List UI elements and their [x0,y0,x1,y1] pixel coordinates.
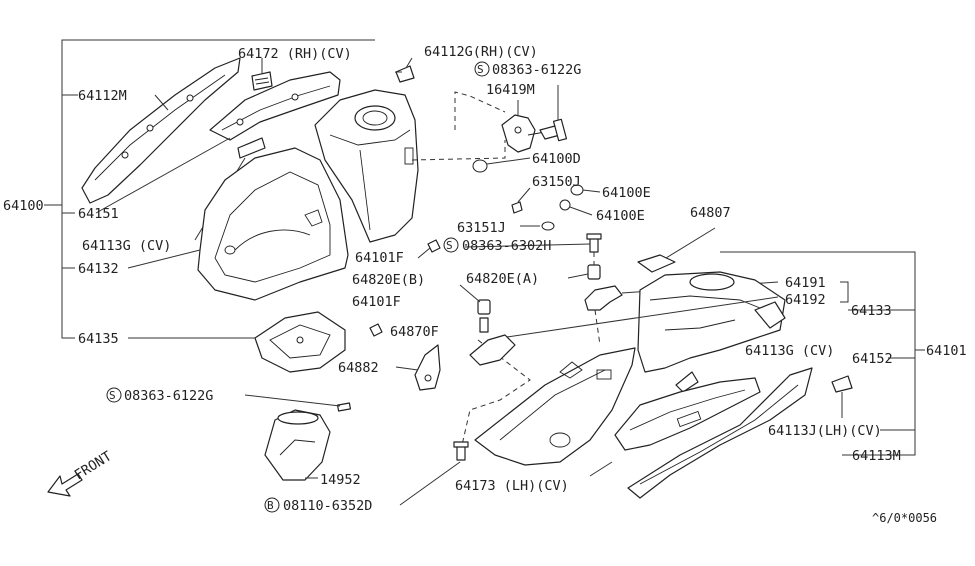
s-symbol-2 [443,237,459,253]
dash-bracket [594,309,601,346]
label-64112g: 64112G(RH)(CV) [424,44,538,60]
label-64151: 64151 [78,206,119,222]
diagram-code: ^6/0*0056 [872,511,937,525]
bolt-b1 [399,441,469,506]
label-64807: 64807 [690,205,731,221]
dash-lower [461,339,531,446]
part-16419m [501,100,546,153]
part-64807 [637,227,716,273]
dash-tower-top [454,91,506,130]
label-64820e-b: 64820E(B) [352,272,425,288]
part-64100d [472,157,531,173]
label-14952: 14952 [320,472,361,488]
label-s1: 08363-6122G [492,62,581,78]
b-symbol-text: B [267,499,274,512]
s-symbol-2-text: S [446,239,453,252]
label-64113g-cv: 64113G (CV) [82,238,171,254]
part-64192 [499,296,786,339]
label-64173: 64173 (LH)(CV) [455,478,569,494]
bracket-64101 [720,251,925,456]
label-64100e-2: 64100E [596,208,645,224]
s-symbol-1 [474,61,490,77]
part-64100e-1 [570,184,601,196]
label-64100d: 64100D [532,151,581,167]
part-64151 [95,71,341,214]
part-64820e-a [567,264,601,280]
part-64112g-clip [395,57,415,83]
part-64113g-lower [675,371,699,393]
label-64113m: 64113M [852,448,901,464]
label-64132: 64132 [78,261,119,277]
s-symbol-1-text: S [477,63,484,76]
label-64882: 64882 [338,360,379,376]
b-symbol [264,497,280,513]
label-64113g-lower: 64113G (CV) [745,343,834,359]
part-64135 [128,311,346,373]
part-64101f-1 [417,239,441,259]
part-64113m [627,367,813,499]
bolt-s2 [586,233,602,253]
front-arrow-icon [47,473,83,497]
label-64191: 64191 [785,275,826,291]
part-64173 [474,347,636,477]
bracket-64100 [44,39,375,339]
part-64112m [81,57,241,204]
part-64152 [614,377,761,451]
part-64101f-2 [369,323,383,337]
part-64100e-2 [559,199,593,216]
label-64101f-1: 64101F [355,250,404,266]
label-64820e-a: 64820E(A) [466,271,539,287]
part-64172 [251,58,273,91]
label-s2: 08363-6302H [462,238,551,254]
label-64100: 64100 [3,198,44,214]
bolt-s1 [539,85,568,142]
label-64192: 64192 [785,292,826,308]
part-64113j [831,375,853,418]
bolt-s3 [244,394,352,412]
label-64172: 64172 (RH)(CV) [238,46,352,62]
label-64152: 64152 [852,351,893,367]
label-front: FRONT [72,448,115,483]
label-63150j: 63150J [532,174,581,190]
label-16419m: 16419M [486,82,535,98]
part-strut-tower [314,89,419,243]
part-63151j [520,221,555,231]
part-63150j [511,187,531,214]
label-64101f-2: 64101F [352,294,401,310]
part-64820e-b [459,284,491,315]
part-64870f-bracket [469,334,516,366]
part-64870f [479,317,489,333]
label-63151j: 63151J [457,220,506,236]
label-64112m: 64112M [78,88,127,104]
part-64132 [127,147,349,301]
dash-tower-16419m [411,140,506,161]
label-s3: 08363-6122G [124,388,213,404]
label-64100e-1: 64100E [602,185,651,201]
label-64101: 64101 [926,343,967,359]
part-64882 [395,344,441,391]
s-symbol-3-text: S [109,389,116,402]
label-64113j: 64113J(LH)(CV) [768,423,882,439]
label-64133: 64133 [851,303,892,319]
part-64133 [637,271,786,373]
part-14952 [264,409,331,481]
label-64870f: 64870F [390,324,439,340]
label-b1: 08110-6352D [283,498,372,514]
leader-s2 [464,243,591,248]
label-64135: 64135 [78,331,119,347]
s-symbol-3 [106,387,122,403]
